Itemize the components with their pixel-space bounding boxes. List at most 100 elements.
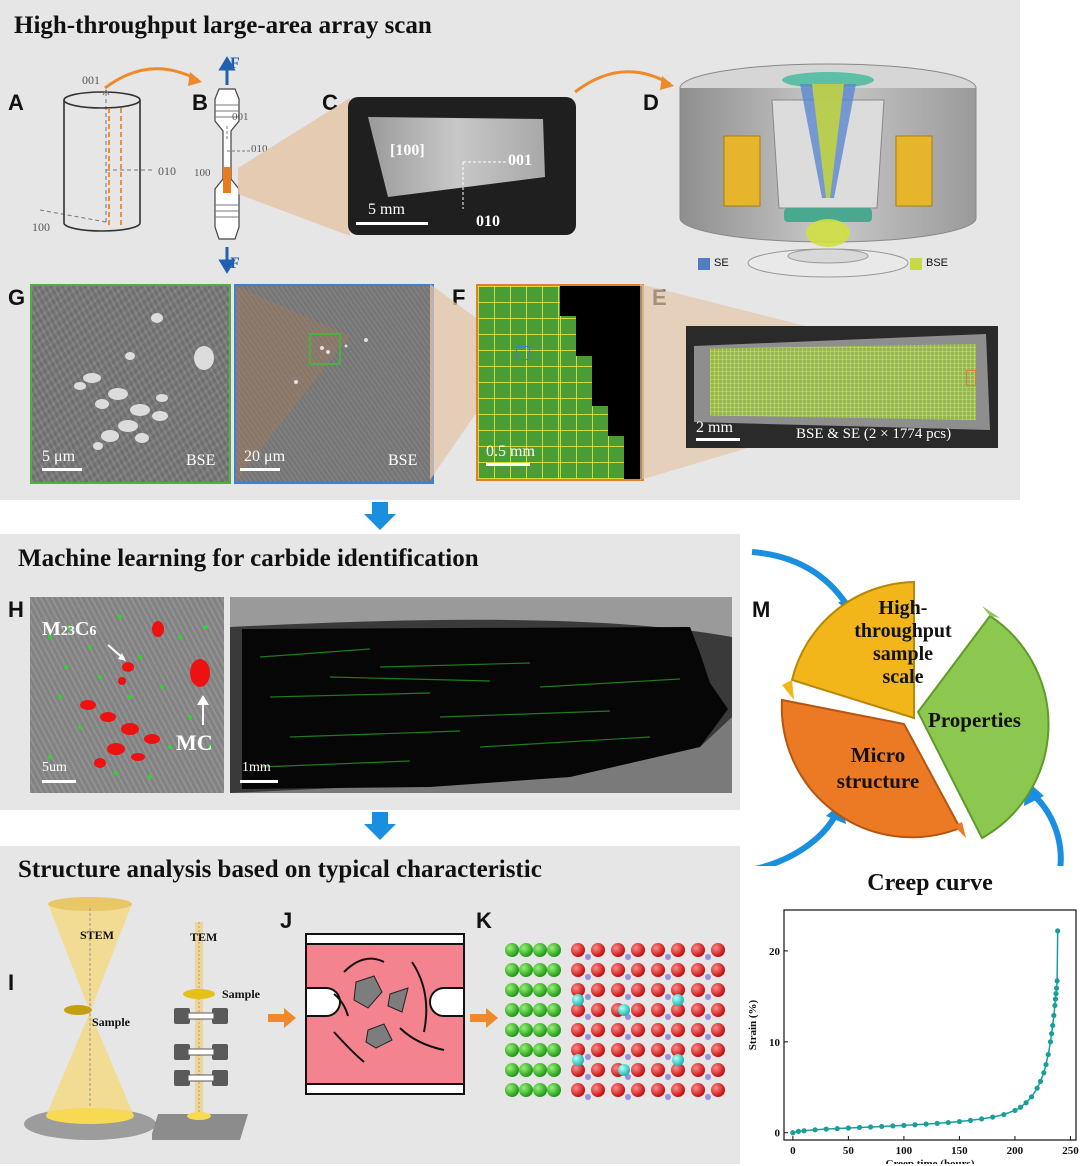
panel-h-right-scale-label: 1mm: [242, 760, 271, 775]
legend-se-label: SE: [714, 257, 729, 269]
y-tick-label: 0: [775, 1128, 781, 1140]
panel-label-h: H: [8, 597, 24, 622]
panel-h-left-scale-label: 5um: [42, 760, 67, 775]
x-tick-label: 0: [790, 1145, 796, 1157]
creep-data-point: [1028, 1094, 1035, 1100]
panel-g-bse-high-mag: [30, 284, 231, 484]
creep-data-point: [801, 1128, 807, 1134]
creep-data-point: [1053, 991, 1059, 997]
creep-data-point: [945, 1119, 951, 1126]
y-tick-label: 20: [769, 946, 781, 958]
legend-bse-label: BSE: [926, 257, 949, 269]
curved-arrow-icon: [104, 67, 202, 90]
panel-g-right-scale-bar: [240, 468, 280, 471]
panel-g-left-mode: BSE: [186, 452, 216, 469]
panel-e-scale-bar: [696, 438, 740, 441]
creep-data-point: [1052, 996, 1059, 1002]
section-title-array-scan: High-throughput large-area array scan: [14, 12, 432, 39]
panel-c-direction-label: [100]: [390, 142, 425, 159]
creep-data-point: [1017, 1104, 1024, 1110]
m23c6-mid: C: [74, 618, 90, 640]
legend-bse-swatch: [910, 258, 922, 270]
creep-data-point: [879, 1123, 885, 1130]
panel-a-axis-100: 100: [32, 220, 50, 234]
x-tick-label: 50: [843, 1145, 855, 1157]
y-axis-label: Strain (%): [747, 999, 759, 1050]
m23c6-prefix: M: [42, 618, 61, 640]
creep-data-point: [795, 1128, 802, 1134]
creep-data-point: [923, 1121, 929, 1127]
pie-top-line-4: scale: [882, 666, 924, 688]
panel-d-sem-column: [679, 63, 977, 278]
creep-data-point: [834, 1125, 840, 1132]
panel-m-workflow-pie: [749, 549, 1064, 873]
pie-segment-properties: Properties: [928, 708, 1021, 732]
creep-data-point: [979, 1116, 985, 1122]
panel-a-axis-010: 010: [158, 164, 176, 178]
creep-data-point: [1012, 1107, 1018, 1114]
panel-label-d: D: [643, 90, 659, 115]
panel-g-bse-low-mag: [234, 284, 434, 484]
panel-c-axis-010: 010: [476, 213, 500, 230]
x-tick-label: 250: [1062, 1145, 1079, 1157]
panel-label-j: J: [280, 908, 293, 933]
panel-f-scale-label: 0.5 mm: [486, 443, 535, 460]
panel-h-m23c6-label: M23C6: [42, 618, 96, 641]
creep-data-point: [956, 1118, 963, 1125]
panel-c-scale-bar: [356, 222, 428, 225]
panel-label-k: K: [476, 908, 492, 933]
panel-g-right-mode: BSE: [388, 452, 418, 469]
creep-data-point: [856, 1124, 863, 1131]
creep-series-line: [792, 930, 1059, 1134]
plot-frame: [783, 909, 1077, 1141]
panel-i-tem-label: TEM: [190, 930, 218, 944]
panel-c-scale-label: 5 mm: [368, 201, 405, 218]
panel-c-specimen-image: [348, 97, 576, 235]
pie-segment-sample-scale: High- throughput sample scale: [840, 597, 966, 689]
section-title-machine-learning: Machine learning for carbide identificat…: [18, 545, 479, 572]
m23c6-sub2: 6: [89, 624, 97, 639]
y-tick-label: 10: [769, 1037, 781, 1049]
panel-k-crystal-structure: [505, 943, 725, 1100]
creep-data-point: [1050, 1022, 1056, 1029]
creep-data-point: [1047, 1039, 1054, 1045]
m23c6-sub1: 23: [60, 624, 75, 639]
panel-b-axis-100: 100: [194, 167, 211, 179]
creep-data-point: [1043, 1061, 1049, 1068]
panel-f-tile-grid: [476, 284, 644, 481]
section-title-structure-analysis: Structure analysis based on typical char…: [18, 856, 542, 883]
panel-b-axis-001: 001: [232, 111, 249, 123]
panel-i-stem-diagram: [24, 897, 156, 1140]
panel-h-mc-label: MC: [176, 730, 213, 755]
panel-f-scale-bar: [486, 463, 530, 466]
panel-i-tem-diagram: [152, 922, 248, 1140]
creep-data-point: [1023, 1100, 1029, 1106]
creep-data-point: [1054, 978, 1060, 984]
panel-g-left-scale-label: 5 μm: [42, 448, 76, 465]
x-axis-label: Creep time (hours): [886, 1158, 975, 1164]
panel-a-cylinder-diagram: [39, 89, 155, 232]
panel-g-left-scale-bar: [42, 468, 82, 471]
right-arrow-icon: [470, 1008, 498, 1028]
creep-data-point: [823, 1126, 829, 1132]
pie-segment-microstructure: Micro structure: [818, 742, 938, 794]
panel-g-right-scale-label: 20 μm: [244, 448, 286, 465]
panel-b-axis-010: 010: [251, 143, 268, 155]
panel-b-tensile-specimen: [214, 56, 251, 274]
panel-e-stitched-scan: [686, 326, 998, 448]
panel-label-m: M: [752, 597, 771, 622]
panel-e-caption: BSE & SE (2 × 1774 pcs): [796, 426, 952, 442]
projection-cone: [238, 98, 350, 236]
x-tick-label: 200: [1007, 1145, 1024, 1157]
panel-h-left-scale-bar: [42, 780, 76, 783]
panel-a-axis-001: 001: [82, 73, 100, 87]
panel-h-full-map: [230, 597, 732, 793]
pie-left-line-2: structure: [836, 769, 920, 793]
down-arrow-icon: [364, 502, 396, 530]
creep-data-point: [912, 1122, 918, 1128]
panel-h-right-scale-bar: [240, 780, 278, 783]
creep-data-point: [990, 1114, 996, 1120]
creep-data-point: [901, 1122, 907, 1128]
curved-arrow-icon: [574, 70, 674, 94]
